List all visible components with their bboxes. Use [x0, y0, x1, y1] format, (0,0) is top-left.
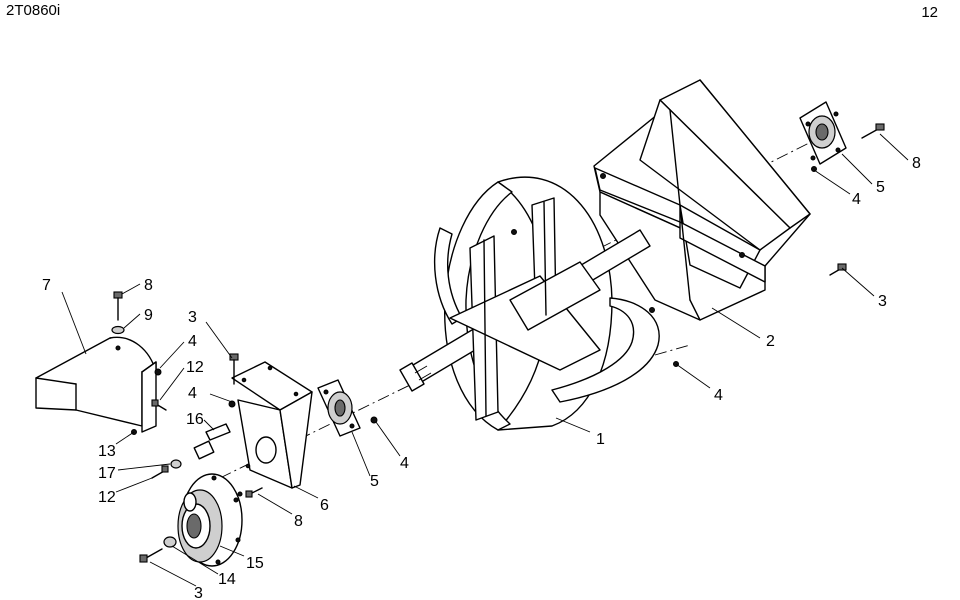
- part-bolt-bottom: [139, 548, 163, 563]
- callout-15: 15: [246, 555, 264, 572]
- part-shield-guard: [35, 336, 157, 433]
- callout-5-top: 5: [876, 179, 885, 196]
- callout-12-b: 12: [98, 489, 116, 506]
- callout-4-top: 4: [852, 191, 861, 208]
- document-code: 2T0860i: [6, 2, 61, 19]
- part-bolt-right: [829, 263, 847, 276]
- part-washer-14: [163, 536, 177, 548]
- part-nut-bracket-low: [237, 491, 243, 497]
- part-nut-left: [154, 368, 162, 376]
- callout-1: 1: [596, 431, 605, 448]
- part-hopper-housing: [593, 79, 811, 321]
- part-nut-bracket: [228, 400, 236, 408]
- callout-16: 16: [186, 411, 204, 428]
- callout-4-left-a: 4: [188, 333, 197, 350]
- part-shaft-key: [205, 423, 231, 441]
- part-coupling: [193, 440, 215, 460]
- callout-leaders: [61, 133, 909, 587]
- part-bolt-bracket-low: [245, 487, 263, 498]
- part-nut-mid: [370, 416, 378, 424]
- part-bolt-left-top: [113, 291, 123, 321]
- part-gearbox: [177, 473, 243, 567]
- part-bolt-left-a: [151, 399, 167, 411]
- callout-8-mid: 8: [294, 513, 303, 530]
- callout-3-left: 3: [188, 309, 197, 326]
- callout-17: 17: [98, 465, 116, 482]
- part-bearing-top: [799, 101, 847, 165]
- page-number: 12: [921, 4, 938, 21]
- callout-12-a: 12: [186, 359, 204, 376]
- callout-2: 2: [766, 333, 775, 350]
- part-impeller-wheel: [399, 176, 660, 431]
- callout-3-bottom: 3: [194, 585, 203, 600]
- callout-3-right: 3: [878, 293, 887, 310]
- part-nut-top: [811, 166, 817, 172]
- part-bolt-bracket: [229, 353, 239, 385]
- callout-9: 9: [144, 307, 153, 324]
- callout-6: 6: [320, 497, 329, 514]
- callout-4-mid: 4: [400, 455, 409, 472]
- callout-7: 7: [42, 277, 51, 294]
- callout-8-top: 8: [912, 155, 921, 172]
- part-bolt-top: [861, 123, 885, 139]
- part-bearing-mid: [317, 379, 361, 437]
- callout-4-right: 4: [714, 387, 723, 404]
- callout-8-left: 8: [144, 277, 153, 294]
- part-mounting-bracket: [231, 361, 313, 489]
- callout-4-left-b: 4: [188, 385, 197, 402]
- callout-13: 13: [98, 443, 116, 460]
- callout-14: 14: [218, 571, 236, 588]
- part-bolt-12-b: [151, 465, 169, 479]
- part-washer-17: [170, 459, 182, 469]
- callout-5-mid: 5: [370, 473, 379, 490]
- part-washer-left: [111, 325, 125, 335]
